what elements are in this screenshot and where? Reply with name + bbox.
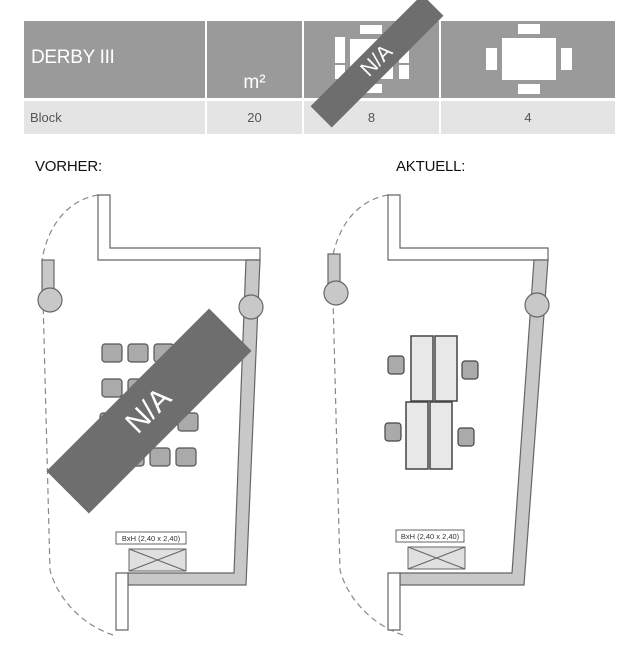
top-wall — [387, 194, 549, 261]
column — [37, 287, 63, 313]
column — [238, 294, 264, 320]
lower-wall — [115, 572, 129, 631]
before-label: VORHER: — [35, 158, 102, 175]
column — [524, 292, 550, 318]
block-table-icon — [486, 24, 572, 94]
door-label-box — [115, 531, 187, 545]
area-unit-label: m² — [243, 72, 266, 93]
glass-wall — [41, 194, 114, 636]
area-header-cell: m² — [207, 21, 302, 98]
door-label-box — [395, 529, 465, 543]
area-value: 20 — [207, 101, 302, 134]
table-header-row: DERBY III m² — [24, 21, 615, 98]
column — [323, 280, 349, 306]
top-wall — [97, 194, 261, 261]
floor-plan-current: BxH (2,40 x 2,40) — [323, 194, 550, 636]
block-tables — [405, 335, 458, 470]
lower-wall — [387, 572, 401, 631]
setup-label: Block — [24, 101, 205, 134]
capacity-table: DERBY III m² — [24, 21, 615, 134]
chairs — [384, 355, 479, 447]
block-header-cell — [441, 21, 615, 98]
block-capacity: 4 — [441, 101, 615, 134]
current-label: AKTUELL: — [396, 158, 466, 175]
room-name-cell: DERBY III — [24, 21, 205, 98]
room-name: DERBY III — [31, 47, 115, 68]
door-size-label: BxH (2,40 x 2,40) — [401, 532, 460, 541]
door-size-label: BxH (2,40 x 2,40) — [122, 534, 181, 543]
glass-wall — [331, 194, 404, 636]
